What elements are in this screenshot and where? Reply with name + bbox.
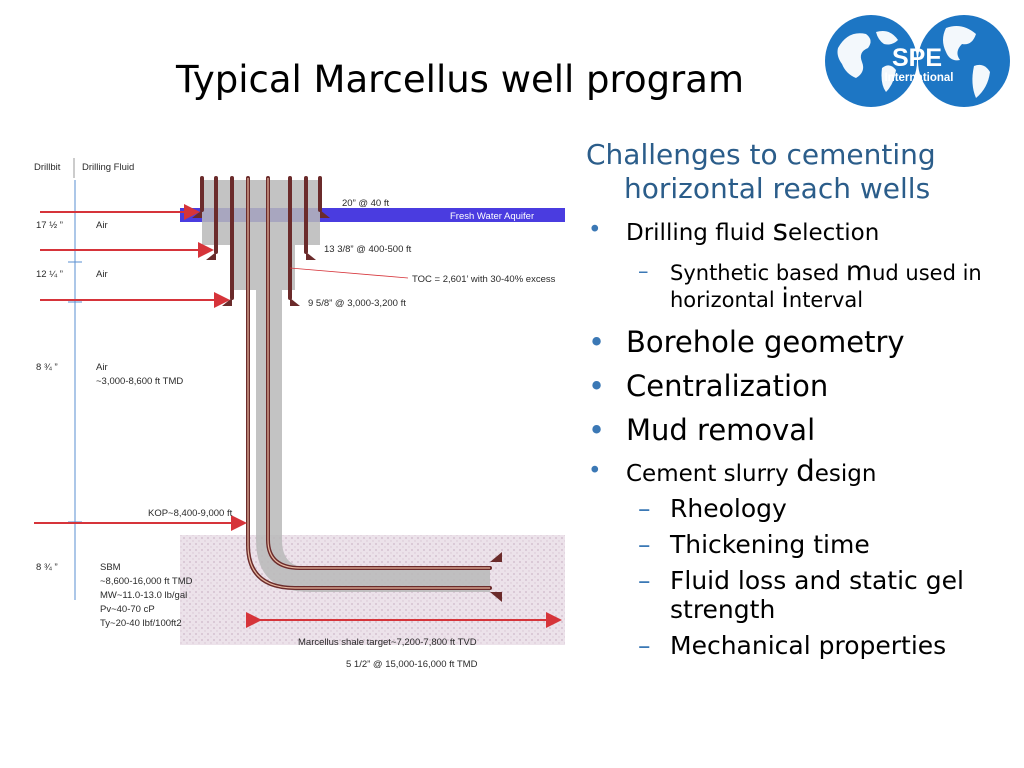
section-4-line-3: Pv~40-70 cP (100, 604, 155, 615)
dash-icon: – (638, 631, 651, 660)
cement-sheath (202, 180, 490, 592)
casing-20-label: 20” @ 40 ft (342, 198, 389, 209)
bullet-icon: • (588, 217, 602, 243)
kop-label: KOP~8,400-9,000 ft (148, 508, 233, 519)
bullet-mud-removal: • Mud removal (588, 413, 816, 447)
section-4-fluid: SBM (100, 562, 121, 573)
section-1-size: 17 ½ ” (36, 220, 63, 231)
section-4-line-2: MW~11.0-13.0 lb/gal (100, 590, 187, 601)
section-4-line-1: ~8,600-16,000 ft TMD (100, 576, 193, 587)
section-2-fluid: Air (96, 269, 108, 280)
sub-synthetic-mud: – Synthetic based mud used in horizontal… (638, 256, 982, 314)
dash-icon: – (638, 566, 651, 595)
bullet-drilling-fluid: • Drilling fluid selection (588, 213, 880, 247)
dash-icon: – (638, 530, 651, 559)
bullet-icon: • (588, 325, 606, 359)
target-label: Marcellus shale target~7,200-7,800 ft TV… (298, 637, 477, 648)
sub-thickening-time: – Thickening time (638, 530, 870, 559)
slide-title: Typical Marcellus well program (176, 58, 744, 101)
well-diagram: Drillbit Drilling Fluid Fresh Water Aqui… (34, 158, 565, 670)
globe-right-icon (918, 15, 1010, 107)
section-3-fluid: Air (96, 362, 108, 373)
sub-mechanical-properties: – Mechanical properties (638, 631, 947, 660)
sub-fluid-loss: – Fluid loss and static gel strength (638, 566, 964, 624)
col-fluid: Drilling Fluid (82, 162, 134, 173)
toc-label: TOC = 2,601’ with 30-40% excess (412, 274, 556, 285)
challenges-panel: Challenges to cementing horizontal reach… (586, 138, 1018, 667)
logo-sub: International (884, 72, 953, 84)
bullet-icon: • (588, 369, 606, 403)
section-2-size: 12 ¼ ” (36, 269, 63, 280)
col-drillbit: Drillbit (34, 162, 61, 173)
dash-icon: – (638, 494, 651, 523)
spe-logo: SPE International (825, 15, 1010, 107)
bullet-icon: • (588, 458, 602, 484)
shoe-upper (490, 552, 502, 562)
bullet-centralization: • Centralization (588, 369, 829, 403)
bullet-slurry-design: • Cement slurry design (588, 454, 877, 488)
section-3-depth: ~3,000-8,600 ft TMD (96, 376, 183, 387)
casing-9-label: 9 5/8” @ 3,000-3,200 ft (308, 298, 406, 309)
casing-13-label: 13 3/8” @ 400-500 ft (324, 244, 412, 255)
section-4-line-4: Ty~20-40 lbf/100ft2 (100, 618, 182, 629)
shoe-lower (490, 592, 502, 602)
section-3-size: 8 ¾ ” (36, 362, 58, 373)
sub-rheology: – Rheology (638, 494, 787, 523)
challenges-heading: Challenges to cementing horizontal reach… (586, 138, 936, 205)
aquifer-label: Fresh Water Aquifer (450, 211, 534, 222)
bullet-borehole-geometry: • Borehole geometry (588, 325, 905, 359)
dash-icon: – (638, 259, 649, 283)
logo-brand: SPE (892, 44, 942, 72)
bullet-icon: • (588, 413, 606, 447)
section-4-size: 8 ¾ ” (36, 562, 58, 573)
casing-5-label: 5 1/2” @ 15,000-16,000 ft TMD (346, 659, 478, 670)
section-1-fluid: Air (96, 220, 108, 231)
